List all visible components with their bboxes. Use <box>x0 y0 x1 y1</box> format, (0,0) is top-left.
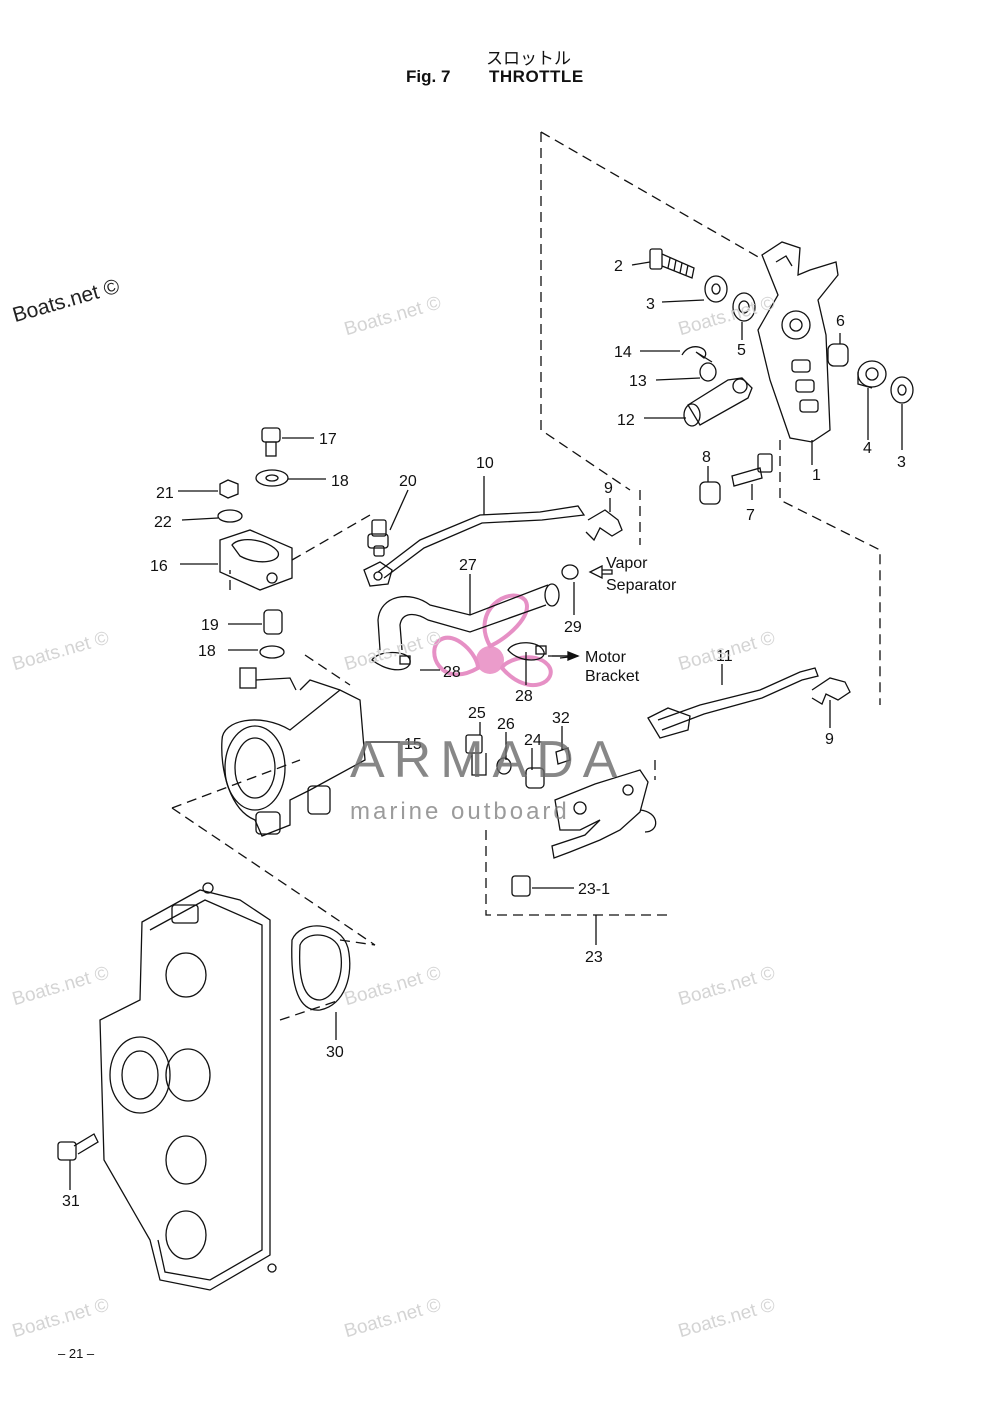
fitting-part-20 <box>367 519 389 557</box>
label-part-21: 21 <box>156 485 174 502</box>
note-separator: Separator <box>606 577 677 594</box>
label-part-3: 3 <box>646 296 655 313</box>
collar-part-8 <box>699 481 721 505</box>
link-assembly-part-23 <box>551 769 657 859</box>
label-part-23-1: 23-1 <box>578 881 610 898</box>
part-labels: 1 2 3 3 4 5 6 7 8 9 9 10 11 12 13 14 15 … <box>62 258 906 1210</box>
label-part-1: 1 <box>812 467 821 484</box>
label-part-22: 22 <box>154 514 172 531</box>
label-part-13: 13 <box>629 373 647 390</box>
throttle-lever-part-1 <box>757 241 839 443</box>
figure-title-japanese: スロットル <box>486 49 571 69</box>
collar-part-6 <box>827 343 849 367</box>
vapor-arrow-icon <box>588 564 613 580</box>
label-part-8: 8 <box>702 449 711 466</box>
label-part-29: 29 <box>564 619 582 636</box>
label-part-3-right: 3 <box>897 454 906 471</box>
label-part-2: 2 <box>614 258 623 275</box>
note-bracket: Bracket <box>585 668 640 685</box>
label-part-32: 32 <box>552 710 570 727</box>
part-32 <box>555 747 571 765</box>
label-part-31: 31 <box>62 1193 80 1210</box>
bracket-part-16 <box>219 529 293 591</box>
label-part-25: 25 <box>468 705 486 722</box>
label-part-17: 17 <box>319 431 337 448</box>
link-rod-part-10 <box>363 505 586 587</box>
label-part-16: 16 <box>150 558 168 575</box>
label-part-28-left: 28 <box>443 664 461 681</box>
bolt-part-17 <box>261 427 281 457</box>
figure-title: THROTTLE <box>489 67 584 86</box>
label-part-23: 23 <box>585 949 603 966</box>
label-part-18-lower: 18 <box>198 643 216 660</box>
watermark-armada: ARMADA <box>350 731 627 789</box>
clamp-part-28-right <box>507 642 545 661</box>
nut-part-21 <box>219 479 239 499</box>
clip-part-9-upper <box>585 509 623 542</box>
throttle-body-part-15 <box>221 667 366 837</box>
watermark-armada-sub: marine outboard <box>350 798 570 825</box>
label-part-10: 10 <box>476 455 494 472</box>
label-part-9-lower: 9 <box>825 731 834 748</box>
link-rod-part-11 <box>647 667 819 739</box>
part-23-1 <box>511 875 531 897</box>
armada-logo-mark <box>432 593 553 688</box>
washer-part-26 <box>496 757 512 775</box>
page-number: – 21 – <box>58 1346 95 1361</box>
diagram-lines <box>57 131 914 1291</box>
screw-part-7 <box>731 453 773 487</box>
note-motor: Motor <box>585 649 627 666</box>
washer-part-22 <box>217 509 243 523</box>
hose-part-27 <box>377 583 560 651</box>
clip-part-9-lower <box>811 677 851 705</box>
label-part-19: 19 <box>201 617 219 634</box>
intake-manifold <box>99 882 277 1291</box>
label-part-15: 15 <box>404 736 422 753</box>
bolt-part-2 <box>649 248 695 279</box>
label-part-30: 30 <box>326 1044 344 1061</box>
label-part-12: 12 <box>617 412 635 429</box>
washer-part-18-lower <box>259 645 285 659</box>
bolt-part-31 <box>57 1133 99 1161</box>
screw-part-25 <box>465 734 487 776</box>
label-part-4: 4 <box>863 440 872 457</box>
leader-lines <box>69 261 903 1190</box>
rod-end-part-12 <box>683 377 753 427</box>
label-part-24: 24 <box>524 732 542 749</box>
label-part-9-upper: 9 <box>604 480 613 497</box>
label-part-26: 26 <box>497 716 515 733</box>
collar-part-19 <box>263 609 283 635</box>
washer-part-13 <box>699 362 717 382</box>
gasket-part-30 <box>291 925 351 1011</box>
dashed-guides <box>171 131 881 1021</box>
label-part-6: 6 <box>836 313 845 330</box>
bushing-part-4 <box>857 360 887 389</box>
washer-part-3-right <box>890 376 914 404</box>
label-part-14: 14 <box>614 344 632 361</box>
washer-part-3 <box>704 275 728 303</box>
washer-part-5 <box>732 292 756 322</box>
label-part-11: 11 <box>716 648 733 665</box>
washer-part-18-upper <box>255 469 289 487</box>
clip-part-14 <box>681 346 713 363</box>
label-part-18-upper: 18 <box>331 473 349 490</box>
label-part-28-right: 28 <box>515 688 533 705</box>
clamp-part-29 <box>561 564 579 580</box>
motor-arrow-icon <box>548 651 580 661</box>
collar-part-24 <box>525 767 545 789</box>
label-part-5: 5 <box>737 342 746 359</box>
note-vapor: Vapor <box>606 555 648 572</box>
label-part-20: 20 <box>399 473 417 490</box>
label-part-7: 7 <box>746 507 755 524</box>
label-part-27: 27 <box>459 557 477 574</box>
figure-number: Fig. 7 <box>406 67 451 86</box>
